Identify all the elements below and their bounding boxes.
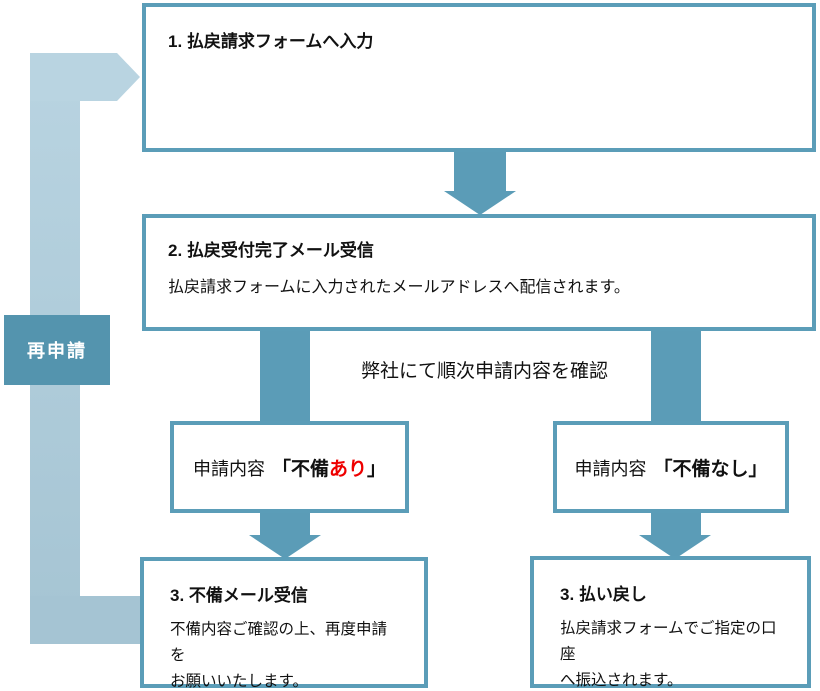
branch-ng-bold-close: 」: [367, 458, 387, 480]
branch-ok-prefix: 申請内容: [574, 458, 647, 479]
loop-back-arrow-bottom-arm: [30, 596, 150, 644]
step3-ng-body-line2: お願いいたします。: [170, 673, 308, 690]
step3-ng-box: 3. 不備メール受信 不備内容ご確認の上、再度申請を お願いいたします。: [140, 557, 428, 691]
step3-ok-body-line1: 払戻請求フォームでご指定の口座: [560, 620, 777, 663]
step3-ng-title: 3. 不備メール受信: [170, 586, 308, 605]
reapply-badge: 再申請: [4, 315, 110, 385]
step3-ng-body-line1: 不備内容ご確認の上、再度申請を: [170, 621, 388, 664]
connector-step2-branch-ok: [651, 325, 701, 425]
branch-ok-bold: 「不備なし」: [653, 458, 768, 480]
review-note: 弊社にて順次申請内容を確認: [361, 361, 609, 382]
step2-body: 払戻請求フォームに入力されたメールアドレスへ配信されます。: [168, 279, 630, 296]
connector-step2-branch-ng: [260, 325, 310, 425]
reapply-label: 再申請: [27, 341, 87, 361]
branch-ng-highlight: あり: [328, 458, 367, 480]
step1-box: 1. 払戻請求フォームへ入力: [142, 3, 816, 152]
branch-ng-prefix: 申請内容: [192, 458, 265, 479]
branch-ng-box: 申請内容「不備あり」: [170, 421, 409, 513]
branch-ok-box: 申請内容「不備なし」: [553, 421, 789, 513]
loop-back-right-arrowhead-icon: [117, 53, 140, 101]
down-arrowhead-icon: [639, 535, 711, 559]
step3-ok-box: 3. 払い戻し 払戻請求フォームでご指定の口座 へ振込されます。: [530, 556, 811, 691]
down-arrowhead-icon: [444, 191, 516, 215]
step2-title: 2. 払戻受付完了メール受信: [168, 241, 374, 260]
down-arrowhead-icon: [249, 535, 321, 559]
connector-branch-ok-step3: [651, 509, 701, 535]
branch-ng-bold-open: 「不備: [271, 458, 329, 480]
connector-branch-ng-step3: [260, 509, 310, 535]
branch-ng-label: 申請内容「不備あり」: [193, 454, 386, 481]
step3-ok-title: 3. 払い戻し: [560, 585, 647, 604]
step3-ok-body: 払戻請求フォームでご指定の口座 へ振込されます。: [560, 616, 781, 691]
step3-ok-body-line2: へ振込されます。: [560, 672, 683, 689]
branch-ok-label: 申請内容「不備なし」: [574, 454, 767, 481]
step3-ng-body: 不備内容ご確認の上、再度申請を お願いいたします。: [170, 617, 398, 691]
connector-step1-step2: [454, 148, 506, 191]
step2-box: 2. 払戻受付完了メール受信 払戻請求フォームに入力されたメールアドレスへ配信さ…: [142, 214, 816, 331]
step1-title: 1. 払戻請求フォームへ入力: [168, 32, 374, 51]
loop-back-arrow-top-arm: [30, 53, 117, 101]
